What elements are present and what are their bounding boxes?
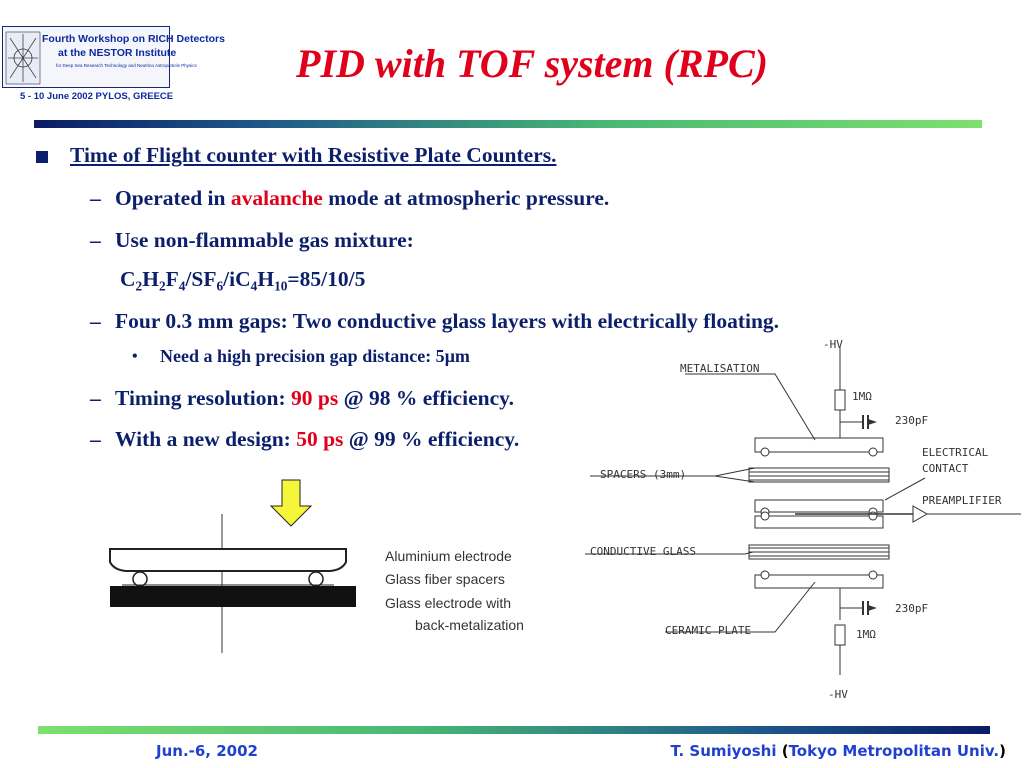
subscript: 6 [216, 278, 224, 294]
text: /SF [185, 267, 217, 291]
text: Need a high precision gap distance: 5 [160, 346, 445, 366]
subscript: 4 [250, 278, 258, 294]
highlight-avalanche: avalanche [230, 186, 323, 210]
subscript: 2 [158, 278, 166, 294]
label-spacers: SPACERS (3mm) [600, 468, 687, 481]
label-resistor-bottom: 1MΩ [856, 628, 876, 641]
label-electrical: ELECTRICAL [922, 446, 989, 459]
subscript: 10 [274, 278, 288, 294]
label-capacitor-bottom: 230pF [895, 602, 929, 615]
footer-divider [38, 726, 990, 734]
highlight-90ps: 90 ps [291, 386, 339, 410]
label-hv-top: -HV [823, 338, 843, 351]
footer-date: Jun.-6, 2002 [156, 742, 258, 760]
text: C [120, 267, 136, 291]
footer-author: T. Sumiyoshi (Tokyo Metropolitan Univ.) [671, 742, 1006, 760]
highlight-50ps: 50 ps [296, 427, 344, 451]
text: Timing resolution: [115, 386, 292, 410]
caption-glass-electrode: Glass electrode with [385, 595, 512, 611]
logo-line-2: at the NESTOR Institute [58, 47, 177, 59]
text: With a new design: [115, 427, 297, 451]
paren: ) [999, 742, 1006, 760]
label-contact: CONTACT [922, 462, 969, 475]
dash-marker: – [90, 427, 101, 451]
rpc-cross-section-diagram [109, 479, 356, 653]
text: @ 98 % efficiency. [338, 386, 515, 410]
text: m [454, 346, 470, 366]
gas-formula: C2H2F4/SF6/iC4H10=85/10/5 [120, 267, 365, 295]
subscript: 4 [178, 278, 186, 294]
bullet-gap-precision: Need a high precision gap distance: 5μm [160, 346, 470, 367]
logo-dates: 5 - 10 June 2002 PYLOS, GREECE [20, 91, 174, 102]
text: H [142, 267, 159, 291]
caption-back-metalization: back-metalization [415, 617, 524, 633]
micro-symbol: μ [444, 346, 455, 366]
dash-marker: – [90, 386, 101, 410]
subscript: 2 [135, 278, 143, 294]
caption-spacers: Glass fiber spacers [385, 571, 505, 587]
bullet-tof-rpc: Time of Flight counter with Resistive Pl… [70, 143, 557, 167]
dash-marker: – [90, 186, 101, 210]
text: @ 99 % efficiency. [343, 427, 520, 451]
label-hv-bottom: -HV [828, 688, 848, 701]
dash-marker: – [90, 228, 101, 252]
author-affiliation: Tokyo Metropolitan Univ. [788, 742, 1000, 760]
label-capacitor-top: 230pF [895, 414, 929, 427]
paren: ( [776, 742, 789, 760]
text: mode at atmospheric pressure. [322, 186, 610, 210]
bullet-avalanche: Operated in avalanche mode at atmospheri… [115, 186, 609, 211]
detector-logo-icon [5, 31, 41, 85]
caption-aluminium: Aluminium electrode [385, 548, 512, 564]
slide-title: PID with TOF system (RPC) [296, 41, 768, 86]
text: H [257, 267, 275, 291]
text: F [165, 267, 179, 291]
bullet-new-design: With a new design: 50 ps @ 99 % efficien… [115, 427, 519, 452]
title-divider [34, 120, 982, 128]
label-resistor-top: 1MΩ [852, 390, 872, 403]
text: =85/10/5 [287, 267, 366, 291]
dot-bullet-icon: • [132, 348, 138, 365]
author-name: T. Sumiyoshi [670, 742, 777, 760]
dash-marker: – [90, 309, 101, 333]
label-metalisation: METALISATION [680, 362, 760, 375]
logo-line-1: Fourth Workshop on RICH Detectors [42, 33, 225, 45]
bullet-timing-resolution: Timing resolution: 90 ps @ 98 % efficien… [115, 386, 514, 411]
bullet-gas-mixture: Use non-flammable gas mixture: [115, 228, 414, 252]
bullet-four-gaps: Four 0.3 mm gaps: Two conductive glass l… [115, 309, 780, 333]
text: Operated in [115, 186, 231, 210]
square-bullet-icon [36, 151, 48, 163]
label-ceramic-plate: CERAMIC PLATE [665, 624, 752, 637]
label-conductive-glass: CONDUCTIVE GLASS [590, 545, 696, 558]
text: /iC [223, 267, 251, 291]
rpc-stack-schematic [585, 348, 1021, 675]
logo-line-3: for Deep Sea Research Technology and Neu… [56, 63, 197, 68]
down-arrow-icon [269, 479, 313, 527]
label-preamplifier: PREAMPLIFIER [922, 494, 1002, 507]
